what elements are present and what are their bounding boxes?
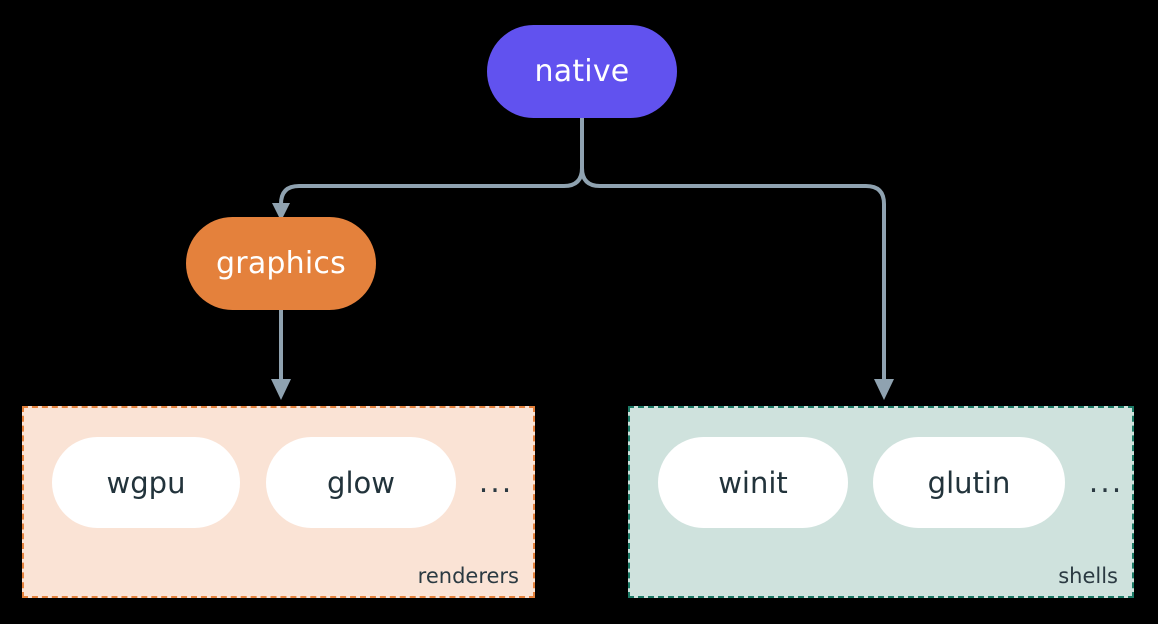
- arrowhead-shells-icon: [874, 379, 894, 400]
- leaf-winit-label: winit: [718, 465, 788, 500]
- edge-native-to-graphics: [279, 167, 584, 210]
- leaf-wgpu-label: wgpu: [106, 465, 186, 500]
- group-renderers: wgpu glow ... renderers: [22, 406, 535, 598]
- arrowhead-renderers-icon: [271, 379, 291, 400]
- leaf-glow[interactable]: glow: [266, 437, 456, 528]
- leaf-glow-label: glow: [327, 465, 395, 500]
- leaf-glutin[interactable]: glutin: [873, 437, 1065, 528]
- shells-overflow-ellipsis: ...: [1088, 465, 1124, 500]
- leaf-glutin-label: glutin: [927, 465, 1011, 500]
- leaf-wgpu[interactable]: wgpu: [52, 437, 240, 528]
- node-native[interactable]: native: [487, 25, 677, 118]
- group-shells-label: shells: [1058, 564, 1118, 588]
- group-shells: winit glutin ... shells: [628, 406, 1134, 598]
- edge-native-to-shells: [580, 167, 886, 382]
- leaf-winit[interactable]: winit: [658, 437, 848, 528]
- node-graphics[interactable]: graphics: [186, 217, 376, 310]
- node-graphics-label: graphics: [216, 246, 346, 281]
- node-native-label: native: [534, 54, 630, 89]
- renderers-overflow-ellipsis: ...: [478, 465, 514, 500]
- group-renderers-label: renderers: [417, 564, 519, 588]
